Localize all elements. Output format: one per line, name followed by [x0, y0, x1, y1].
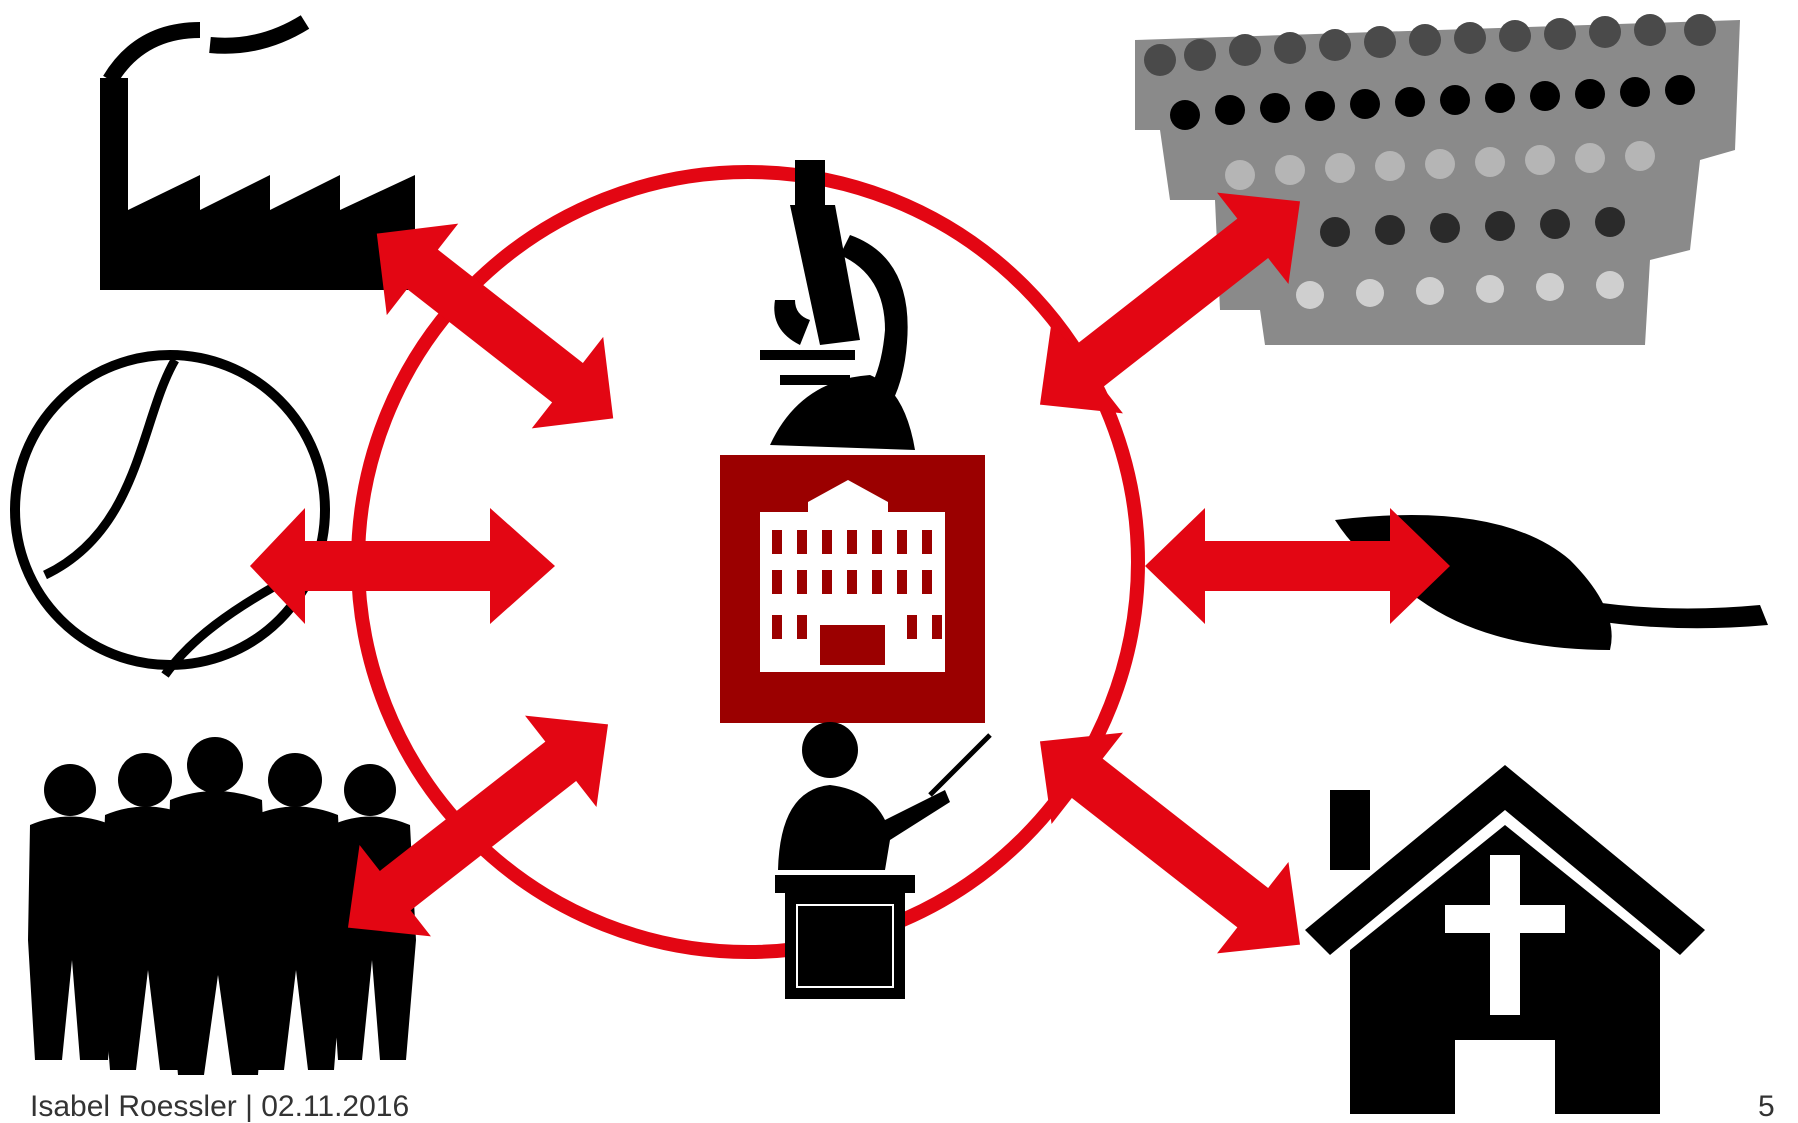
arrow-bottom-left-diagonal	[347, 715, 609, 937]
teacher-lectern-icon	[775, 722, 992, 999]
crowd-icon	[1135, 14, 1740, 345]
church-icon	[1305, 765, 1705, 1114]
arrow-left-horizontal	[250, 508, 555, 624]
arrow-top-right-diagonal	[1039, 192, 1301, 414]
arrows	[250, 192, 1450, 954]
university-building-icon	[720, 455, 985, 723]
footer-author-date: Isabel Roessler | 02.11.2016	[30, 1090, 410, 1123]
arrow-bottom-right-diagonal	[1039, 732, 1301, 954]
tennis-ball-icon	[10, 350, 330, 678]
business-people-icon	[28, 737, 416, 1075]
arrow-right-horizontal	[1145, 508, 1450, 624]
microscope-icon	[760, 160, 915, 450]
page-number: 5	[1758, 1090, 1775, 1123]
factory-icon	[100, 15, 415, 290]
arrow-top-left-diagonal	[376, 223, 614, 429]
